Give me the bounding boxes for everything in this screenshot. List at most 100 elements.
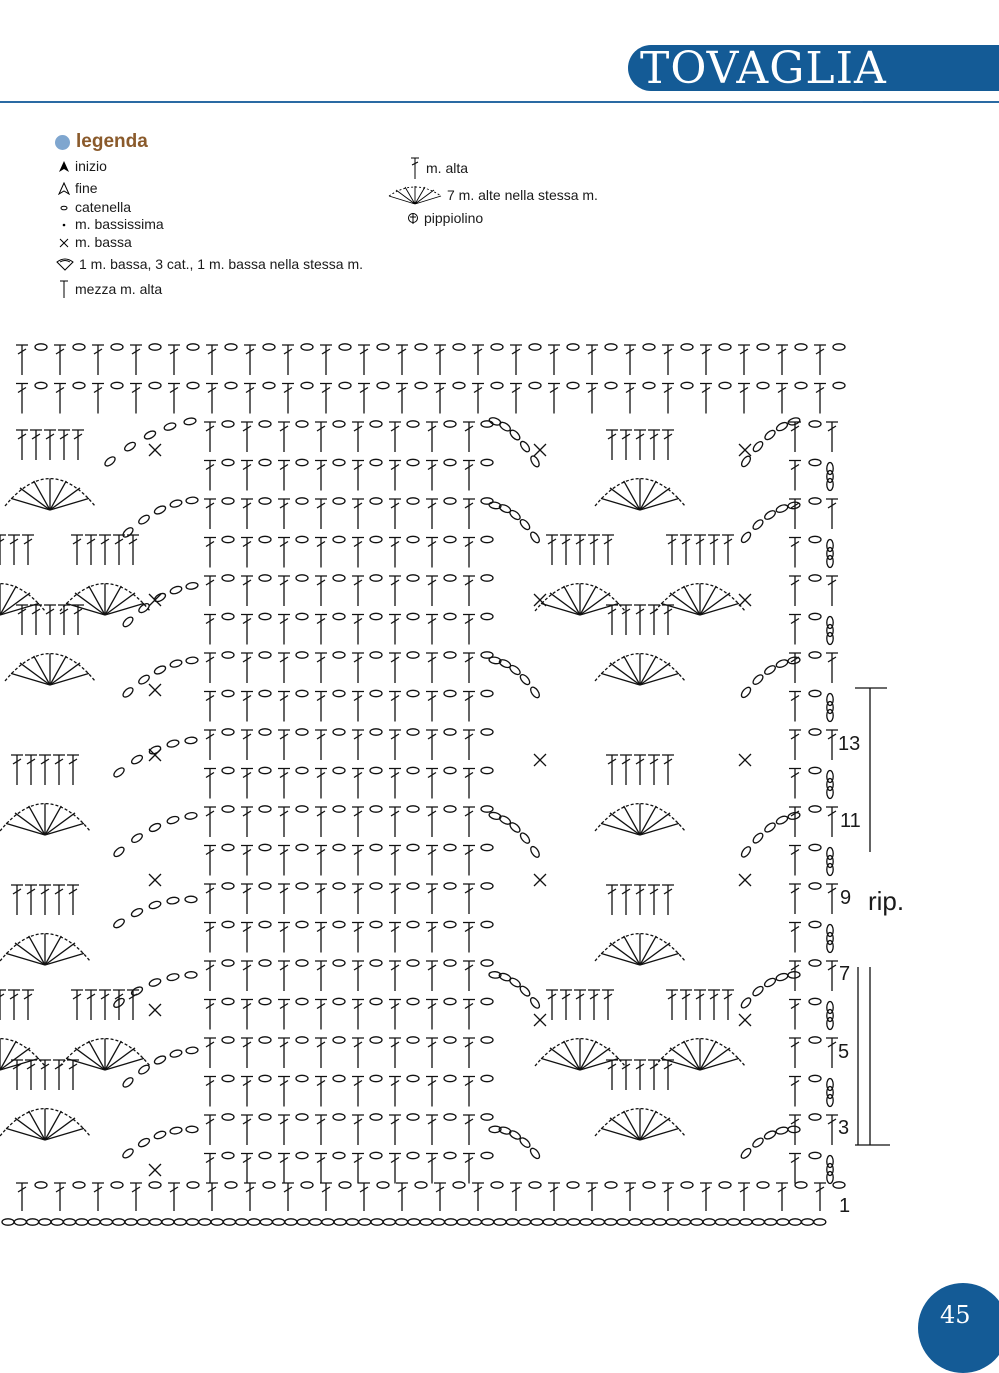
double-crochet-stitch [71,989,83,1020]
chain-stitch [530,531,540,544]
chain-stitch [752,674,764,685]
chain-stitch [752,832,764,844]
double-crochet-stitch [586,1182,598,1211]
chain-stitch [764,665,776,675]
double-crochet-stitch [426,690,438,722]
chain-stitch [775,1126,789,1135]
chain-stitch [406,920,420,929]
double-crochet-stitch [204,998,216,1030]
chain-stitch [295,574,309,582]
double-crochet-stitch [389,767,401,799]
chain-stitch [295,728,309,736]
fan-stitch [699,592,731,616]
double-crochet-stitch [352,806,364,837]
fan-stitch [44,1127,85,1141]
chain-stitch [148,900,162,910]
chain-stitch [122,687,134,698]
chain-stitch [258,1036,272,1044]
double-crochet-stitch [389,652,401,683]
chain-stitch [808,420,822,428]
double-crochet-stitch [814,382,826,414]
double-crochet-stitch [352,960,364,991]
chain-stitch [148,1181,162,1189]
chain-stitch [808,651,822,659]
double-crochet-stitch [278,729,290,760]
chain-stitch [443,882,457,890]
chain-stitch [166,896,180,905]
chain-stitch [519,673,531,686]
chain-stitch [498,972,512,982]
double-crochet-stitch [71,534,83,565]
fan-stitch [600,822,641,836]
dot-icon [62,223,66,227]
double-crochet-stitch [389,883,401,914]
chain-stitch [130,986,144,996]
single-crochet-stitch [148,873,162,887]
chain-stitch [808,535,822,544]
chain-stitch [718,1181,732,1189]
double-crochet-stitch [278,536,290,568]
double-crochet-stitch [204,421,216,452]
chain-stitch [480,766,494,775]
double-crochet-stitch [389,1075,401,1107]
fan-stitch [5,822,46,836]
chain-stitch [406,458,420,467]
double-crochet-stitch [389,844,401,876]
chain-stitch [752,441,764,453]
fan-stitch [600,672,641,686]
double-crochet-stitch [22,989,34,1020]
legend-item-m-alta: m. alta [408,156,468,180]
double-crochet-stitch [320,344,332,375]
fan-stitch [639,497,680,511]
chain-stitch [628,1218,642,1226]
chain-stitch [296,1218,310,1226]
double-crochet-stitch [241,806,253,837]
double-crochet-stitch [241,729,253,760]
chain-stitch [332,1036,346,1044]
chain-stitch [452,381,466,390]
fan-stitch [0,1040,17,1071]
double-crochet-stitch [204,536,216,568]
chain-stitch [826,631,834,646]
double-crochet-stitch [463,1037,475,1068]
chain-stitch [826,1170,834,1185]
chain-stitch [406,1074,420,1083]
chain-stitch [826,777,834,792]
double-crochet-stitch [320,1182,332,1211]
double-crochet-stitch [206,1182,218,1211]
double-crochet-stitch [389,921,401,953]
fan-stitch [14,942,46,966]
chain-stitch [528,343,542,351]
chain-stitch [122,527,134,538]
chain-stitch [376,381,390,390]
fan-stitch [10,672,51,686]
double-crochet-stitch [463,729,475,760]
chain-stitch [295,458,309,467]
double-crochet-stitch [738,1182,750,1211]
double-crochet-stitch [662,884,674,915]
chain-stitch [369,420,383,428]
double-crochet-stitch [776,344,788,375]
fan-stitch [639,1117,671,1141]
chain-stitch [456,1218,470,1226]
chain-stitch [406,805,420,813]
fan-stitch [33,480,51,511]
chain-stitch [787,1125,801,1134]
chain-stitch [221,574,235,582]
chain-stitch [332,420,346,428]
fan-arc [0,1037,46,1067]
chain-stitch [394,1218,409,1226]
chain-stitch [406,959,420,967]
double-crochet-stitch [606,754,618,785]
double-crochet-stitch [463,459,475,491]
chain-stitch [443,728,457,736]
chain-stitch [34,381,48,390]
chain-stitch [808,1036,822,1044]
chain-stitch [72,381,86,390]
chain-stitch [406,651,420,659]
fan-stitch [49,480,67,511]
double-crochet-stitch [278,767,290,799]
crochet-chart [0,343,890,1226]
double-crochet-stitch [85,534,97,565]
chain-stitch [183,417,197,426]
